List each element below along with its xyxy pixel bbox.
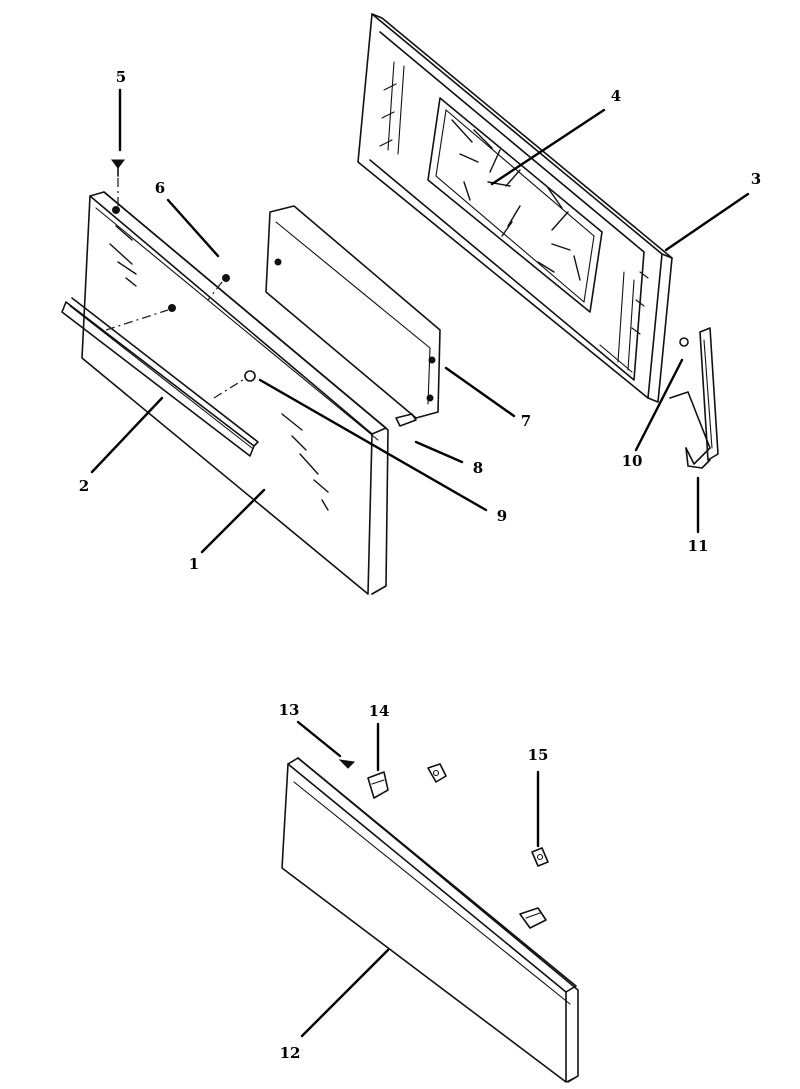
callout-labels: 1 2 3 4 5 6 7 8 9 10 11 12 13 14 15: [79, 68, 761, 1062]
callout-14: 14: [369, 702, 390, 720]
leader-13: [296, 720, 342, 758]
leader-8: [414, 440, 464, 464]
leader-1: [200, 488, 266, 554]
callout-10: 10: [622, 452, 643, 470]
middle-glass-panel: [265, 205, 441, 419]
leader-6: [166, 198, 220, 258]
callout-2: 2: [79, 477, 89, 495]
callout-7: 7: [521, 412, 531, 430]
alignment-line-screw-6: [207, 281, 223, 301]
clip-13: [338, 759, 356, 769]
screw-6: [222, 274, 230, 282]
leader-lines: [90, 88, 750, 1038]
alignment-line-handle-1: [105, 309, 169, 331]
callout-4: 4: [611, 87, 621, 105]
outer-door-panel: [81, 191, 389, 595]
leader-4: [490, 108, 606, 186]
callout-9: 9: [497, 507, 507, 525]
bracket-14: [367, 771, 389, 799]
clip-upper: [427, 763, 447, 783]
leader-7: [444, 366, 516, 418]
callout-8: 8: [473, 459, 483, 477]
leader-9: [258, 378, 488, 512]
screw-5: [111, 159, 125, 177]
alignment-line-handle-2: [213, 377, 247, 399]
leader-2: [90, 396, 164, 474]
spacer-clip: [395, 413, 417, 427]
callout-3: 3: [751, 170, 761, 188]
door-handle: [61, 297, 259, 457]
leader-3: [664, 192, 750, 252]
callout-12: 12: [280, 1044, 301, 1062]
callout-13: 13: [279, 701, 300, 719]
door-hinge: [669, 327, 719, 469]
leader-10: [634, 358, 684, 452]
clip-15: [531, 847, 549, 867]
inner-door-frame: [357, 13, 673, 403]
kick-panel: [281, 757, 579, 1083]
door-window-glass: [427, 97, 603, 313]
screw-9: [244, 370, 256, 382]
leader-12: [300, 948, 390, 1038]
callout-5: 5: [116, 68, 126, 86]
callout-1: 1: [189, 555, 199, 573]
callout-6: 6: [155, 179, 165, 197]
callout-11: 11: [688, 537, 709, 555]
hinge-pin-10: [679, 337, 689, 347]
bracket-lower: [519, 907, 547, 929]
callout-15: 15: [528, 746, 549, 764]
